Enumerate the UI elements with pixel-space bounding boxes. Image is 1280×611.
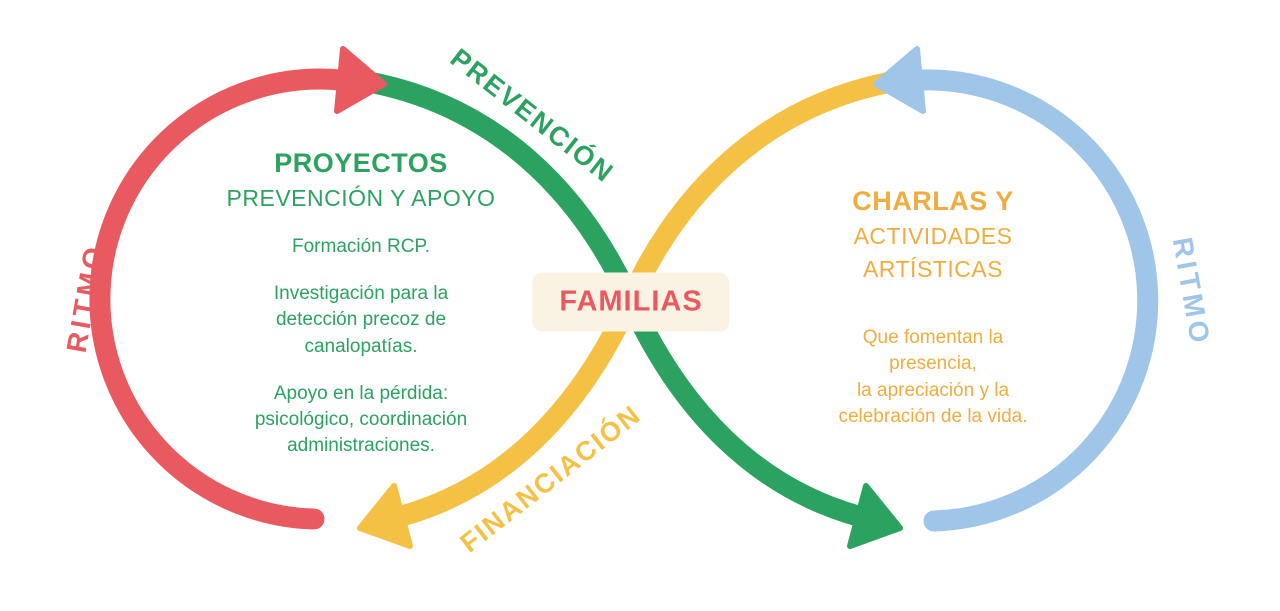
left-loop-paragraph-rcp: Formación RCP. (292, 236, 430, 258)
blue-arc-right-loop (909, 69, 1159, 532)
red-arrowhead (334, 46, 387, 114)
green-arrowhead (847, 483, 903, 549)
left-loop-paragraph-apoyo: Apoyo en la pérdida: psicológico, coordi… (254, 382, 468, 457)
blue-arrowhead (873, 46, 926, 114)
yellow-arrowhead (357, 483, 413, 549)
right-loop-subtitle-line1: ACTIVIDADES (853, 223, 1013, 249)
left-loop-subtitle: PREVENCIÓN Y APOYO (226, 185, 496, 211)
right-loop-title: CHARLAS Y (852, 186, 1014, 216)
left-loop-paragraph-investigacion: Investigación para la detección precoz d… (273, 283, 449, 357)
familias-center-badge: FAMILIAS (532, 272, 730, 332)
left-loop-title: PROYECTOS (274, 148, 448, 178)
right-loop-content: CHARLAS Y ACTIVIDADES ARTÍSTICAS Que fom… (774, 186, 1092, 451)
red-arc-left-loop (89, 68, 351, 530)
right-loop-subtitle-line2: ARTÍSTICAS (862, 256, 1004, 283)
familias-label: FAMILIAS (559, 285, 703, 318)
left-loop-content: PROYECTOS PREVENCIÓN Y APOYO Formación R… (196, 148, 526, 481)
right-loop-paragraph: Que fomentan la presencia, la apreciació… (838, 327, 1028, 427)
